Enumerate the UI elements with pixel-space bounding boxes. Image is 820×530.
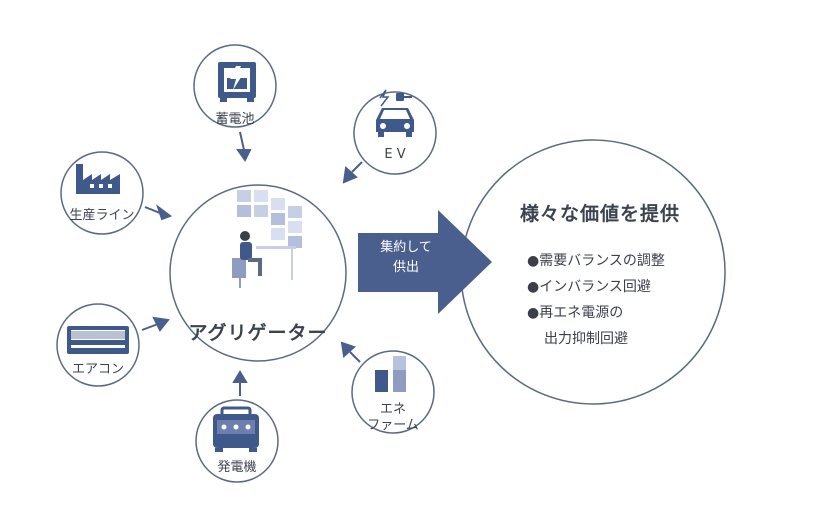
aggregator-person-icon bbox=[232, 190, 302, 288]
battery-label: 蓄電池 bbox=[215, 112, 255, 127]
aggregate-arrow bbox=[358, 210, 492, 314]
connector-arrows bbox=[141, 131, 363, 396]
ev-car-icon bbox=[376, 89, 414, 137]
ev-label: E V bbox=[384, 147, 406, 162]
enefarm-icon bbox=[375, 356, 406, 392]
aggregator-label: アグリゲーター bbox=[188, 322, 328, 344]
value-title: 様々な価値を提供 bbox=[520, 203, 681, 225]
value-item-3: ●再エネ電源の bbox=[527, 305, 624, 321]
generator-circle bbox=[195, 399, 279, 483]
enefarm-circle bbox=[351, 350, 435, 434]
aircon-label: エアコン bbox=[71, 362, 124, 377]
value-item-4: 出力抑制回避 bbox=[544, 331, 628, 347]
aircon-icon bbox=[67, 326, 129, 354]
aggregator-circle bbox=[169, 184, 347, 362]
enefarm-label-line1: エネ bbox=[379, 402, 406, 417]
factory-circle bbox=[60, 151, 144, 235]
factory-label: 生産ライン bbox=[69, 208, 135, 223]
ev-circle bbox=[353, 91, 437, 175]
battery-icon bbox=[218, 62, 256, 102]
value-item-2: ●インバランス回避 bbox=[527, 279, 651, 295]
arrow-text-line1: 集約して bbox=[380, 240, 432, 255]
value-item-1: ●需要バランスの調整 bbox=[527, 253, 665, 269]
arrow-text-line2: 供出 bbox=[392, 260, 419, 275]
enefarm-label-line2: ファーム bbox=[367, 418, 419, 433]
generator-icon bbox=[213, 406, 259, 452]
aircon-circle bbox=[56, 303, 140, 387]
factory-icon bbox=[76, 164, 120, 194]
battery-circle bbox=[193, 44, 277, 128]
generator-label: 発電機 bbox=[217, 460, 257, 475]
value-circle bbox=[460, 139, 726, 405]
